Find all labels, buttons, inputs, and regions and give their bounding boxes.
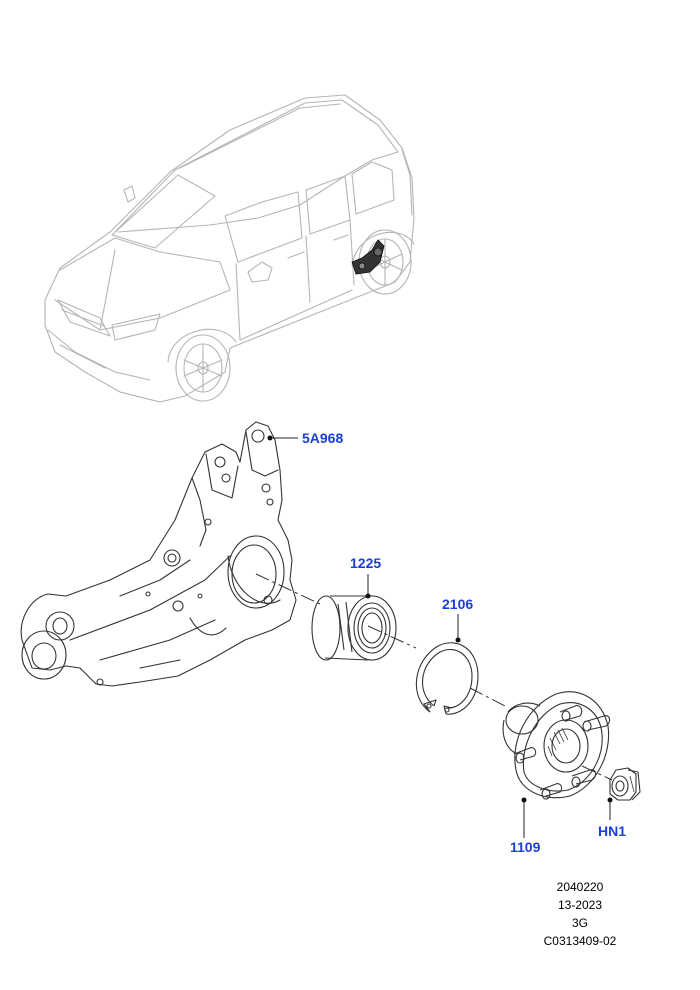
leader-dots	[267, 435, 613, 803]
reference-variant: 3G	[571, 916, 588, 930]
part-label-hub[interactable]: 1109	[510, 839, 541, 855]
wheel-bearing-icon	[311, 595, 397, 661]
part-label-nut[interactable]: HN1	[598, 823, 626, 839]
reference-block: 2040220 13-2023 3G C0313409-02	[520, 878, 640, 950]
vehicle-illustration	[44, 94, 415, 403]
reference-code: 2040220	[556, 880, 604, 894]
leader-lines	[270, 437, 611, 838]
part-label-knuckle[interactable]: 5A968	[302, 430, 343, 446]
illustration-id: C0313409-02	[543, 934, 617, 948]
assembly-axis	[255, 573, 613, 781]
rear-knuckle-icon	[20, 421, 297, 687]
highlighted-hub-icon	[351, 239, 385, 275]
part-label-circlip[interactable]: 2106	[442, 596, 473, 612]
wheel-hub-icon	[502, 691, 611, 800]
hub-nut-icon	[609, 767, 641, 801]
circlip-icon	[415, 642, 479, 715]
reference-date: 13-2023	[557, 898, 603, 912]
part-labels: 5A968 1225 2106 1109 HN1	[302, 430, 626, 855]
part-label-bearing[interactable]: 1225	[350, 555, 381, 571]
